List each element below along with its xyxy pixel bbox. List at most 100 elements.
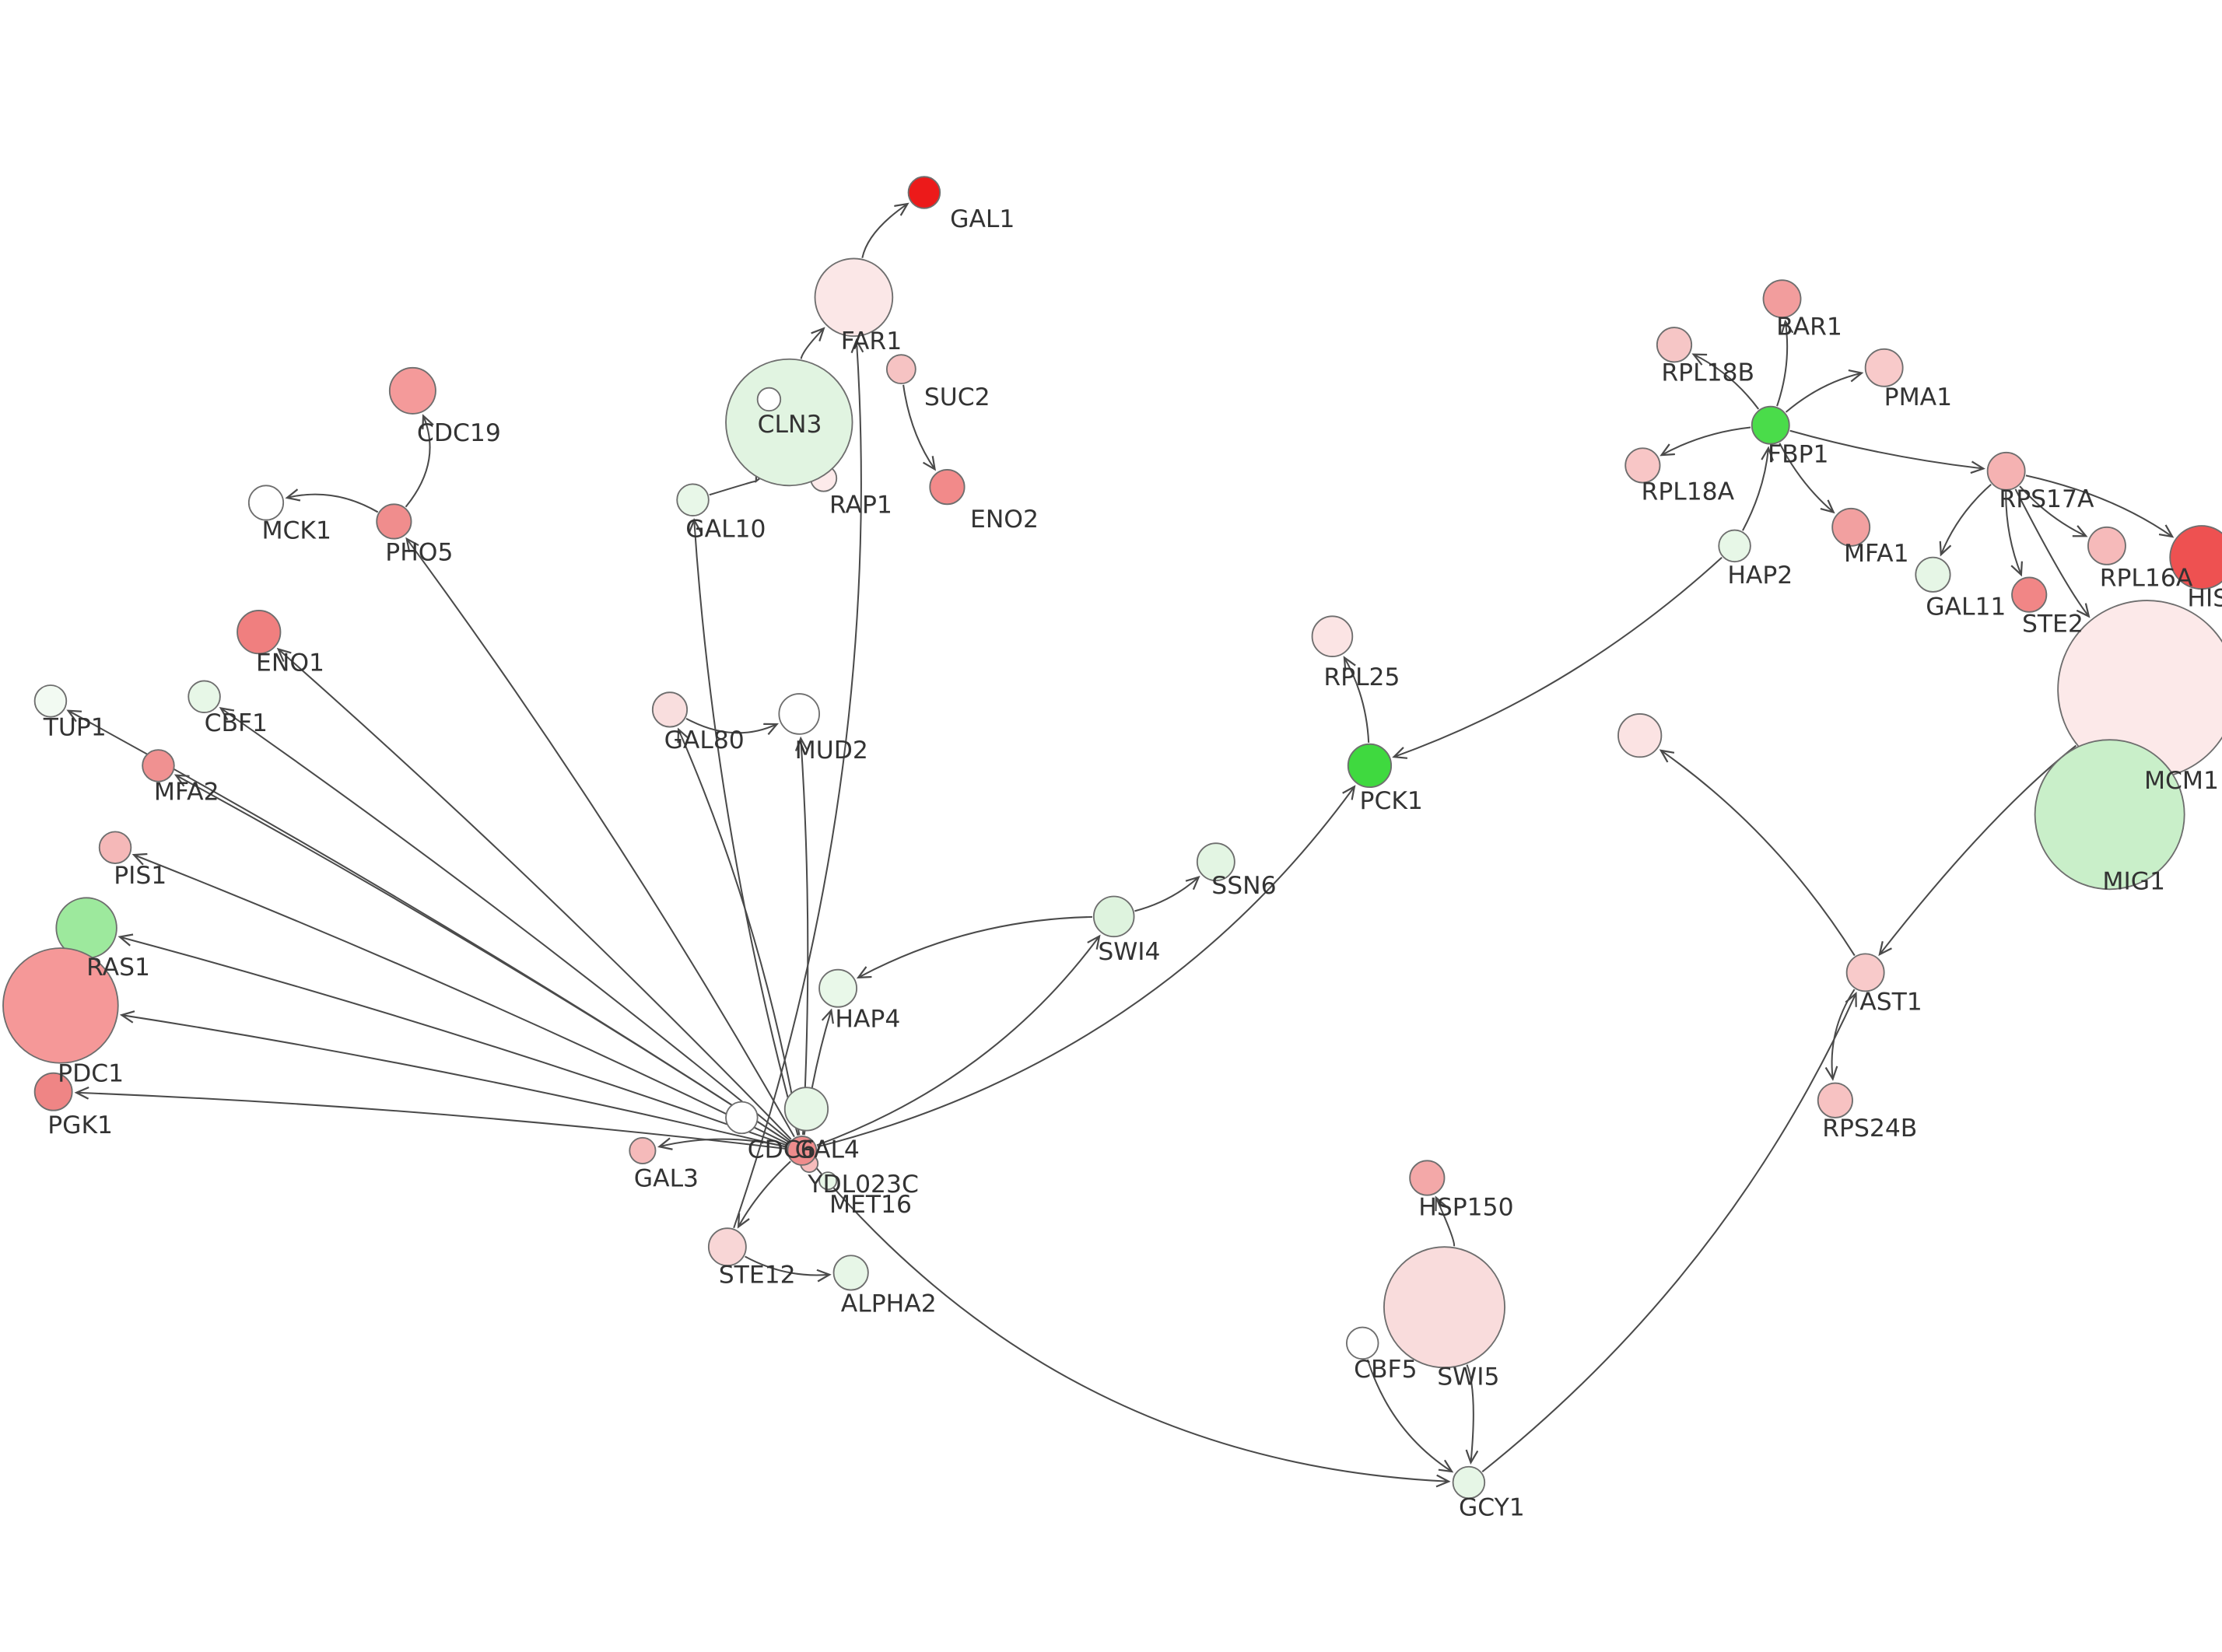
edge-gal4-eno1[interactable] bbox=[279, 649, 792, 1140]
edge-rps17a-his4[interactable] bbox=[2025, 474, 2172, 537]
node-cbf5[interactable] bbox=[1345, 1326, 1379, 1360]
edge-gal4-mud2[interactable] bbox=[801, 738, 809, 1136]
edge-gal4-gal10[interactable] bbox=[694, 520, 799, 1136]
node-cdc19[interactable] bbox=[388, 366, 436, 415]
node-cln3[interactable] bbox=[725, 358, 853, 487]
node-swi4[interactable] bbox=[1092, 895, 1135, 938]
node-hsp150[interactable] bbox=[1409, 1160, 1446, 1196]
edge-fbp1-rpl18a[interactable] bbox=[1662, 426, 1751, 455]
edge-gal4-pck1[interactable] bbox=[817, 786, 1355, 1148]
node-alpha2[interactable] bbox=[832, 1255, 869, 1291]
node-pis1[interactable] bbox=[98, 831, 132, 864]
node-gal80[interactable] bbox=[651, 691, 689, 728]
node-met16[interactable] bbox=[818, 1171, 838, 1191]
edge-gal80-mud2[interactable] bbox=[685, 717, 777, 733]
edge-pck1-rpl25[interactable] bbox=[1344, 658, 1370, 743]
node-bar1[interactable] bbox=[1762, 279, 1802, 319]
node-eno1[interactable] bbox=[237, 610, 282, 655]
edge-gal4-cbf1[interactable] bbox=[221, 709, 790, 1142]
node-gal11[interactable] bbox=[1915, 556, 1951, 593]
node-rps17a[interactable] bbox=[1986, 451, 2026, 491]
edge-ste12-alpha2[interactable] bbox=[745, 1255, 830, 1276]
edge-gal4-pgk1[interactable] bbox=[76, 1093, 787, 1150]
node-fbp1[interactable] bbox=[1751, 405, 1790, 445]
node-gal3[interactable] bbox=[629, 1136, 657, 1164]
edge-cbf5-gcy1[interactable] bbox=[1366, 1359, 1452, 1472]
node-hap2[interactable] bbox=[1718, 529, 1751, 563]
edge-gal4-pdc1[interactable] bbox=[121, 1015, 787, 1148]
node-gal4[interactable] bbox=[787, 1136, 818, 1166]
edge-gal4-mfa2[interactable] bbox=[176, 775, 790, 1143]
node-n-inner[interactable] bbox=[756, 387, 782, 412]
node-ast1[interactable] bbox=[1845, 953, 1885, 992]
edge-gal4-pis1[interactable] bbox=[134, 855, 789, 1145]
edge-suc2-eno2[interactable] bbox=[902, 384, 934, 470]
node-pck1[interactable] bbox=[1347, 743, 1393, 789]
node-cbf1[interactable] bbox=[188, 680, 221, 714]
edge-swi5-hsp150[interactable] bbox=[1436, 1198, 1456, 1247]
node-mfa1[interactable] bbox=[1831, 507, 1871, 547]
node-mck1[interactable] bbox=[247, 485, 285, 521]
edge-cln3-far1[interactable] bbox=[800, 328, 824, 359]
edge-ast1-n-mid[interactable] bbox=[1661, 751, 1856, 957]
edge-pho5-mck1[interactable] bbox=[287, 495, 379, 513]
node-rpl25[interactable] bbox=[1311, 615, 1354, 657]
edge-gal4-gcy1[interactable] bbox=[811, 1162, 1449, 1482]
node-mfa2[interactable] bbox=[142, 749, 175, 782]
node-gal1[interactable] bbox=[907, 176, 941, 209]
node-rpl18b[interactable] bbox=[1656, 327, 1693, 363]
node-mig1[interactable] bbox=[2034, 739, 2185, 891]
edge-pho5-cdc19[interactable] bbox=[405, 416, 430, 508]
node-rpl18a[interactable] bbox=[1624, 447, 1661, 484]
edge-rps17a-ste2[interactable] bbox=[2005, 491, 2021, 575]
node-ste2[interactable] bbox=[2011, 576, 2048, 613]
edge-gal10-cln3[interactable] bbox=[709, 481, 756, 496]
node-ssn6[interactable] bbox=[1196, 842, 1235, 882]
node-rps24b[interactable] bbox=[1817, 1082, 1853, 1118]
edge-mcm1-ast1[interactable] bbox=[1880, 744, 2077, 955]
node-pho5[interactable] bbox=[376, 503, 412, 540]
edge-ast1-rps24b[interactable] bbox=[1832, 989, 1856, 1079]
node-suc2[interactable] bbox=[885, 354, 916, 385]
node-pma1[interactable] bbox=[1864, 348, 1904, 387]
node-his4[interactable] bbox=[2169, 525, 2222, 590]
node-label-pck1: PCK1 bbox=[1360, 787, 1423, 815]
edge-rps17a-rpl16a[interactable] bbox=[2019, 485, 2086, 536]
node-hap4[interactable] bbox=[818, 968, 858, 1008]
edge-rps17a-gal11[interactable] bbox=[1941, 484, 1992, 555]
edge-gcy1-ast1[interactable] bbox=[1481, 993, 1856, 1473]
node-mud2[interactable] bbox=[778, 693, 820, 735]
node-far1[interactable] bbox=[814, 257, 894, 338]
edge-swi4-ssn6[interactable] bbox=[1134, 877, 1198, 912]
node-gal10[interactable] bbox=[676, 483, 710, 516]
edge-swi5-gcy1[interactable] bbox=[1467, 1364, 1473, 1463]
node-n-hub[interactable] bbox=[783, 1087, 829, 1132]
edge-ste12-far1[interactable] bbox=[733, 341, 861, 1229]
node-tup1[interactable] bbox=[33, 684, 68, 718]
edge-gal4-ste12[interactable] bbox=[738, 1160, 791, 1227]
node-pdc1[interactable] bbox=[2, 947, 119, 1064]
edge-gal4-gal80[interactable] bbox=[678, 730, 801, 1136]
edge-fbp1-rpl18b[interactable] bbox=[1694, 355, 1760, 410]
edge-swi4-hap4[interactable] bbox=[858, 915, 1093, 978]
edge-far1-gal1[interactable] bbox=[861, 204, 907, 258]
node-gcy1[interactable] bbox=[1452, 1465, 1486, 1500]
edge-fbp1-rps17a[interactable] bbox=[1789, 429, 1984, 469]
edge-fbp1-pma1[interactable] bbox=[1785, 373, 1862, 413]
node-cdc6[interactable] bbox=[725, 1101, 759, 1135]
edge-rps17a-mcm1[interactable] bbox=[2014, 488, 2088, 617]
edge-hap2-pck1[interactable] bbox=[1394, 557, 1723, 757]
node-ste12[interactable] bbox=[707, 1227, 747, 1267]
edge-fbp1-mfa1[interactable] bbox=[1779, 443, 1833, 513]
edge-gal4-gal3[interactable] bbox=[660, 1139, 787, 1147]
edge-gal4-ras1[interactable] bbox=[120, 937, 788, 1146]
node-pgk1[interactable] bbox=[33, 1072, 73, 1111]
edge-gal4-swi4[interactable] bbox=[816, 936, 1099, 1146]
node-swi5[interactable] bbox=[1383, 1246, 1505, 1369]
edge-hap2-fbp1[interactable] bbox=[1742, 448, 1768, 531]
node-eno2[interactable] bbox=[929, 469, 966, 506]
edge-gal4-pho5[interactable] bbox=[407, 539, 795, 1138]
node-n-mid[interactable] bbox=[1617, 713, 1663, 758]
node-rpl16a[interactable] bbox=[2087, 526, 2126, 565]
edge-fbp1-bar1[interactable] bbox=[1776, 321, 1787, 407]
